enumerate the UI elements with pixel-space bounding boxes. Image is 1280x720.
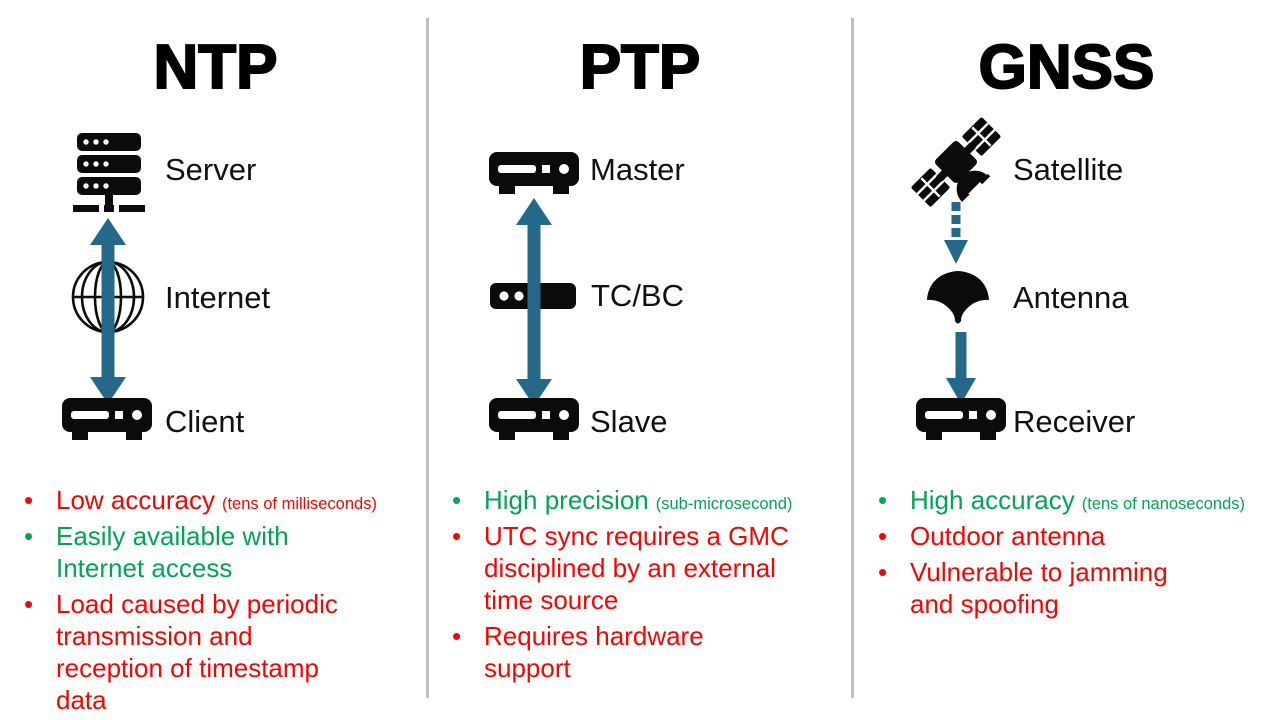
bullet-item: High precision (sub-microsecond) [450,484,850,520]
gnss-satellite-label: Satellite [1013,152,1124,187]
bullet-text: High precision [484,485,649,515]
gnss-receiver-label: Receiver [1013,404,1136,439]
bullet-text: Load caused by periodic transmission and… [56,589,338,715]
ntp-title: NTP [153,32,279,103]
ptp-slave-label: Slave [590,404,668,439]
ntp-sync-arrow [90,218,126,404]
master-device-icon [489,152,579,194]
column-divider [851,18,854,698]
ptp-tcbc-label: TC/BC [591,278,684,313]
gnss-antenna-label: Antenna [1013,280,1129,315]
bullet-item: Easily available with Internet access [22,520,422,588]
bullet-text: Easily available with Internet access [56,521,289,583]
bullet-text: Vulnerable to jamming and spoofing [910,557,1168,619]
bullet-text: Requires hardware support [484,621,704,683]
ptp-sync-arrow [516,198,552,406]
bullet-note: (sub-microsecond) [655,495,793,513]
ntp-server-label: Server [165,152,257,187]
client-device-icon [62,398,152,440]
bullet-item: Vulnerable to jamming and spoofing [876,556,1276,624]
ptp-title: PTP [579,32,702,103]
ntp-client-label: Client [165,404,245,439]
ptp-master-label: Master [590,152,685,187]
gnss-feed-arrow [946,332,976,404]
gnss-downlink-dashed-arrow [944,202,968,264]
gnss-title: GNSS [978,32,1156,103]
bullet-item: UTC sync requires a GMC disciplined by a… [450,520,850,620]
bullet-item: Outdoor antenna [876,520,1276,556]
server-icon [73,133,145,213]
bullet-item: Low accuracy (tens of milliseconds) [22,484,422,520]
bullet-note: (tens of nanoseconds) [1081,495,1246,513]
bullet-text: Low accuracy [56,485,215,515]
bullet-item: Requires hardware support [450,620,850,688]
ntp-internet-label: Internet [165,280,271,315]
ptp-bullet-list: High precision (sub-microsecond) UTC sync… [450,484,850,688]
receiver-device-icon [916,398,1006,440]
satellite-icon [910,117,1002,214]
bullet-item: Load caused by periodic transmission and… [22,588,422,720]
bullet-note: (tens of milliseconds) [221,495,377,513]
bullet-text: UTC sync requires a GMC disciplined by a… [484,521,789,615]
bullet-item: High accuracy (tens of nanoseconds) [876,484,1276,520]
bullet-text: Outdoor antenna [910,521,1106,551]
ntp-bullet-list: Low accuracy (tens of milliseconds) Easil… [22,484,422,720]
gnss-bullet-list: High accuracy (tens of nanoseconds) Outdo… [876,484,1276,624]
slave-device-icon [489,398,579,440]
antenna-icon [926,270,990,326]
column-divider [426,18,429,698]
bullet-text: High accuracy [910,485,1075,515]
